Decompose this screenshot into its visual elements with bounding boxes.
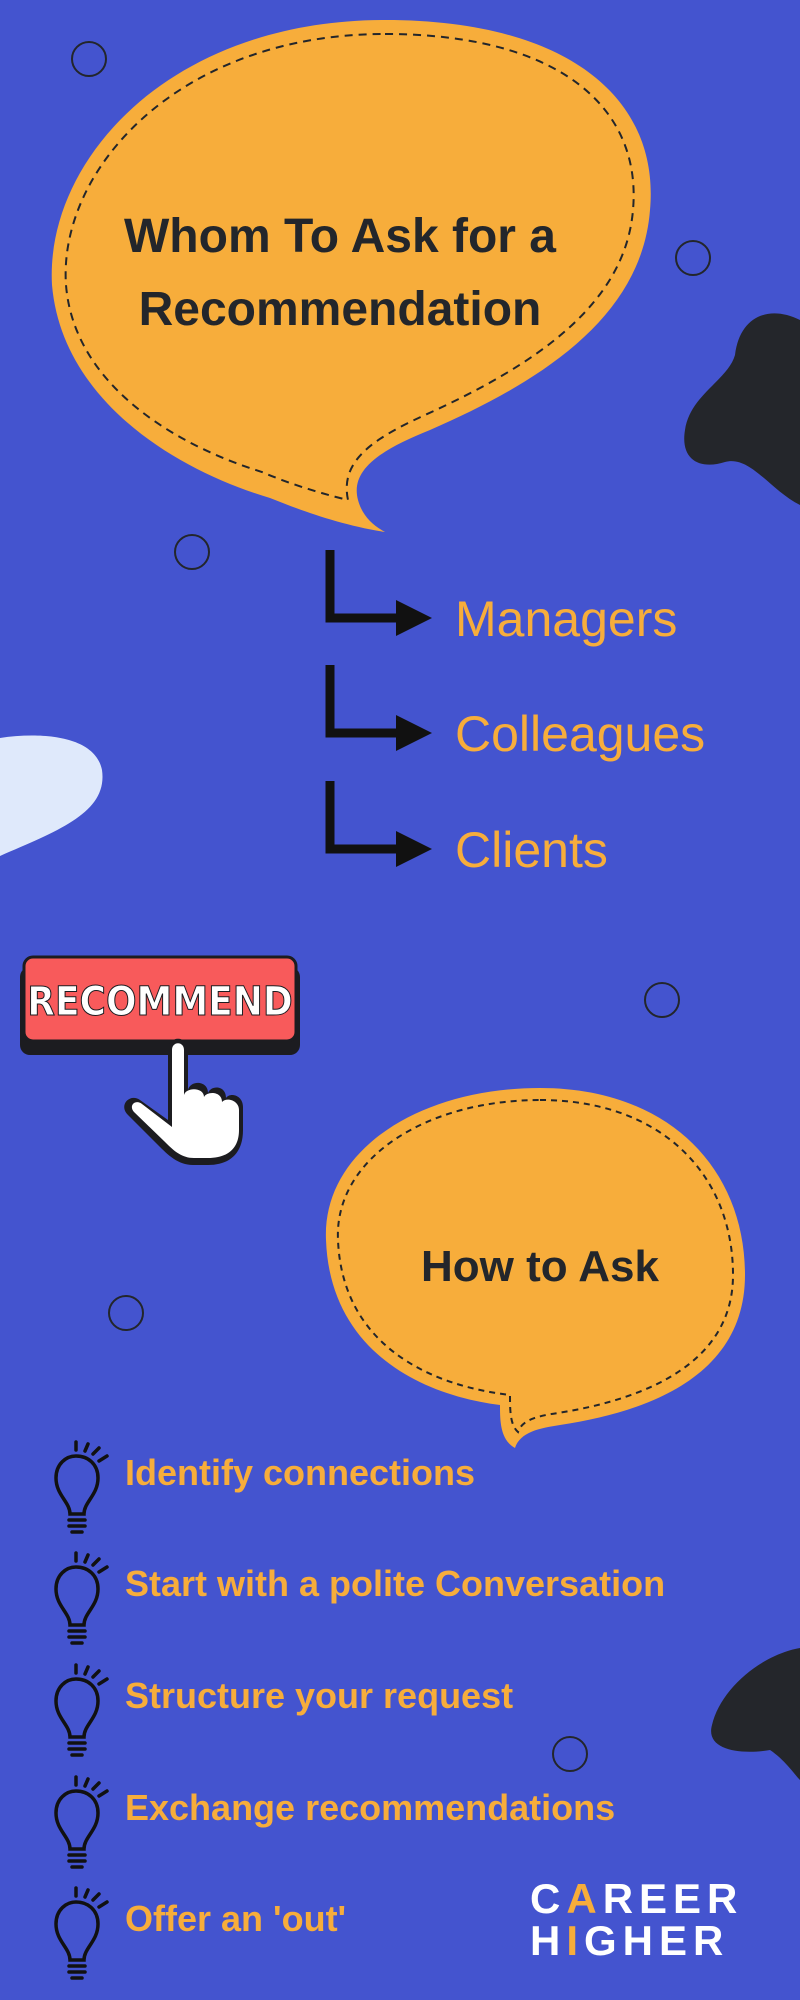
- lightbulb-icon: [54, 1775, 109, 1869]
- main-title-line-2: Recommendation: [138, 283, 542, 336]
- speech-bubble-top: [51, 20, 651, 532]
- how-to-ask-title: How to Ask: [421, 1242, 659, 1291]
- recommend-button-illustration: RECOMMEND: [18, 955, 303, 1165]
- tip-item: Offer an 'out': [48, 1886, 768, 1986]
- whom-item-label: Colleagues: [455, 706, 706, 762]
- elbow-arrow-icon: [325, 550, 432, 636]
- career-higher-logo: CAREER HIGHER: [530, 1875, 744, 1964]
- ring-decoration: [108, 1295, 144, 1331]
- pointer-hand-icon: [124, 1038, 243, 1165]
- logo-line-2: HIGHER: [530, 1917, 730, 1964]
- tip-label: Offer an 'out': [125, 1898, 347, 1939]
- dark-blob: [684, 313, 800, 505]
- ring-decoration: [71, 41, 107, 77]
- tip-item: Structure your request: [48, 1663, 768, 1763]
- lightbulb-icon: [54, 1551, 109, 1645]
- tip-label: Identify connections: [125, 1452, 476, 1493]
- speech-bubble-bottom: [325, 1088, 745, 1448]
- tip-item: Identify connections: [48, 1440, 768, 1540]
- lightbulb-icon: [54, 1886, 109, 1980]
- speech-bubble-top-dash: [64, 32, 635, 502]
- ring-decoration: [552, 1736, 588, 1772]
- speech-bubble-bottom-dash: [336, 1098, 735, 1434]
- whom-item-label: Clients: [455, 822, 608, 878]
- logo-line-1: CAREER: [530, 1875, 744, 1922]
- elbow-arrow-icon: [325, 781, 432, 867]
- dark-blob: [711, 1648, 800, 1780]
- lightbulb-icon: [54, 1440, 109, 1534]
- main-title-line-1: Whom To Ask for a: [124, 210, 556, 263]
- tip-label: Structure your request: [125, 1675, 514, 1716]
- ring-decoration: [174, 534, 210, 570]
- recommend-button-label: RECOMMEND: [27, 979, 293, 1025]
- tip-item: Exchange recommendations: [48, 1775, 768, 1875]
- elbow-arrow-icon: [325, 665, 432, 751]
- tip-label: Exchange recommendations: [125, 1787, 616, 1828]
- whom-item-label: Managers: [455, 591, 678, 647]
- lightbulb-icon: [54, 1663, 109, 1757]
- whom-item-colleagues: Colleagues: [320, 665, 750, 775]
- ring-decoration: [675, 240, 711, 276]
- tip-label: Start with a polite Conversation: [125, 1563, 666, 1604]
- main-title: Whom To Ask for a Recommendation: [80, 200, 600, 346]
- tip-item: Start with a polite Conversation: [48, 1551, 768, 1651]
- light-blob: [0, 735, 103, 856]
- ring-decoration: [644, 982, 680, 1018]
- whom-item-managers: Managers: [320, 550, 750, 660]
- whom-item-clients: Clients: [320, 781, 750, 891]
